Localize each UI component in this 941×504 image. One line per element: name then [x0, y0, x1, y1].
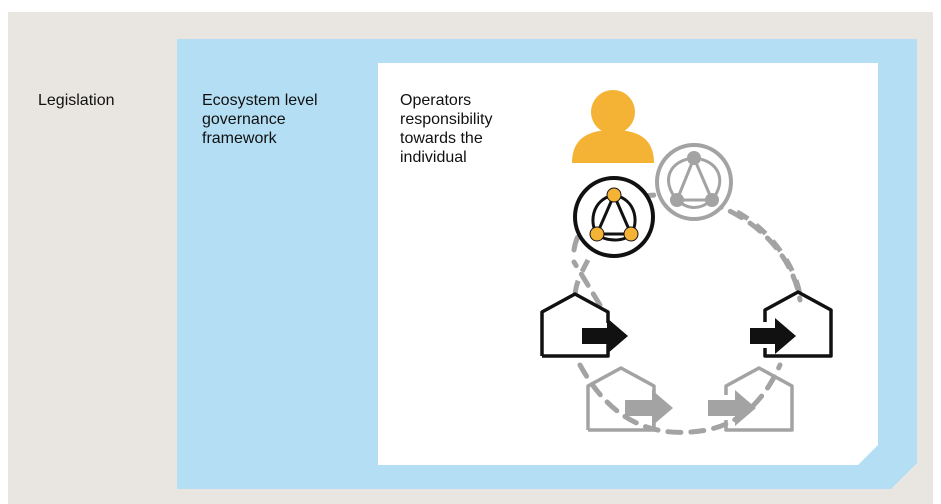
house-arrow-in-icon: [586, 366, 673, 432]
network-icon: [655, 143, 733, 221]
person-icon: [572, 90, 654, 163]
operator-responsibility-layer: [378, 63, 878, 465]
ecosystem-governance-label: Ecosystem level governance framework: [202, 92, 318, 147]
dashed-cycle-path-left: [572, 258, 591, 299]
house-arrow-out-icon: [750, 290, 833, 358]
network-icon: [573, 176, 655, 258]
operators-responsibility-label: Operators responsibility towards the ind…: [400, 92, 493, 166]
dashed-cycle-path-right: [735, 209, 803, 296]
house-arrow-out-icon: [708, 366, 794, 432]
house-arrow-in-icon: [540, 292, 628, 358]
legislation-label: Legislation: [38, 92, 115, 109]
